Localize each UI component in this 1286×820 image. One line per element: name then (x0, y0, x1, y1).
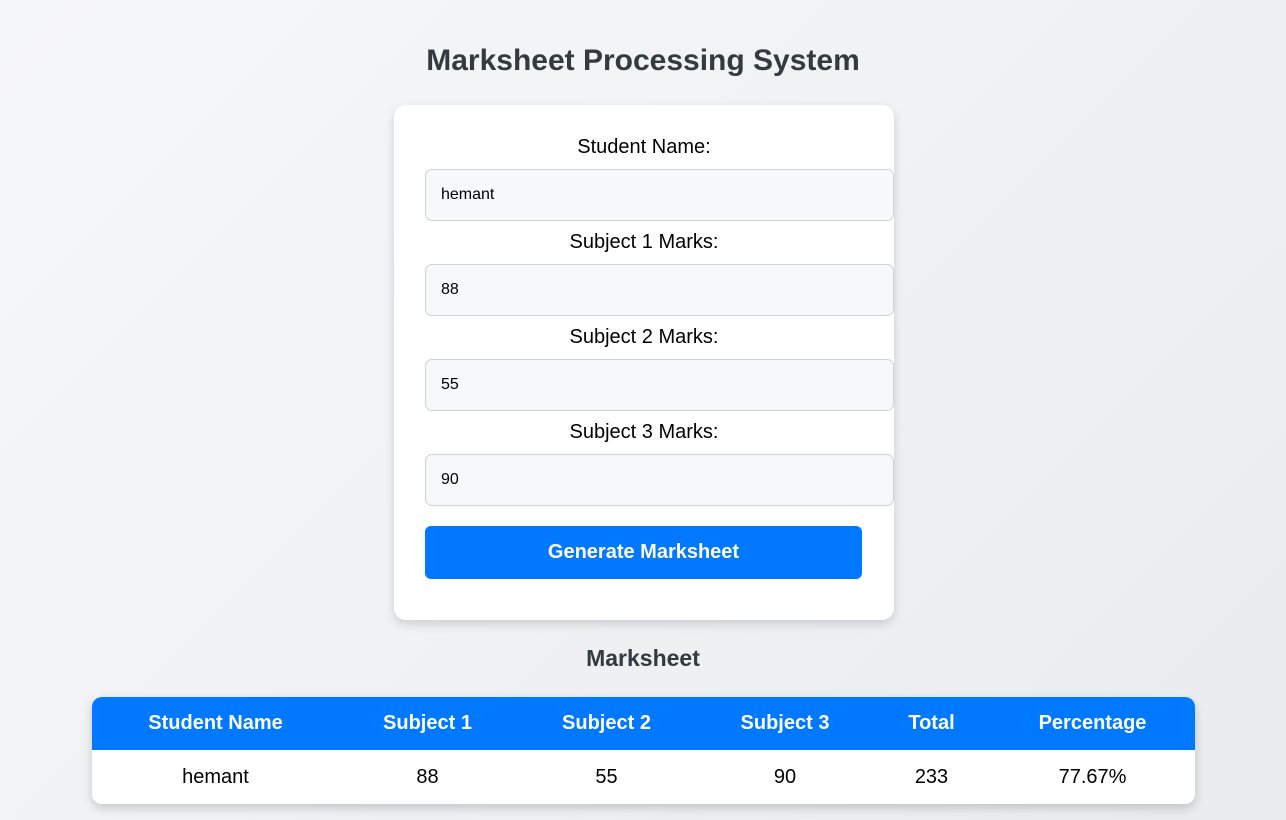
header-subject-3: Subject 3 (740, 712, 830, 734)
marksheet-form: Student Name: Subject 1 Marks: Subject 2… (394, 105, 894, 620)
student-name-label: Student Name: (577, 136, 711, 158)
page-title: Marksheet Processing System (426, 44, 860, 77)
subject-2-input[interactable] (425, 359, 894, 411)
marksheet-table-container: Student Name Subject 1 Subject 2 Subject… (92, 697, 1195, 804)
subject-3-input[interactable] (425, 454, 894, 506)
header-total: Total (908, 712, 955, 734)
cell-percentage: 77.67% (1058, 765, 1127, 788)
marksheet-title: Marksheet (586, 645, 700, 671)
cell-subject-1: 88 (416, 765, 439, 788)
student-name-input[interactable] (425, 169, 894, 221)
cell-student-name: hemant (182, 765, 249, 788)
cell-subject-2: 55 (595, 765, 618, 788)
cell-total: 233 (914, 765, 949, 788)
table-row: hemant 88 55 90 233 77.67% (92, 750, 1195, 804)
header-student-name: Student Name (148, 712, 283, 734)
subject-1-input[interactable] (425, 264, 894, 316)
header-percentage: Percentage (1038, 712, 1147, 734)
marksheet-table: Student Name Subject 1 Subject 2 Subject… (92, 697, 1195, 804)
header-subject-1: Subject 1 (383, 712, 472, 734)
cell-subject-3: 90 (773, 765, 797, 788)
table-header-row: Student Name Subject 1 Subject 2 Subject… (92, 697, 1195, 750)
subject-2-label: Subject 2 Marks: (569, 326, 719, 348)
subject-3-label: Subject 3 Marks: (569, 421, 719, 443)
generate-marksheet-button[interactable]: Generate Marksheet (425, 526, 862, 579)
subject-1-label: Subject 1 Marks: (569, 231, 719, 253)
header-subject-2: Subject 2 (562, 712, 651, 734)
